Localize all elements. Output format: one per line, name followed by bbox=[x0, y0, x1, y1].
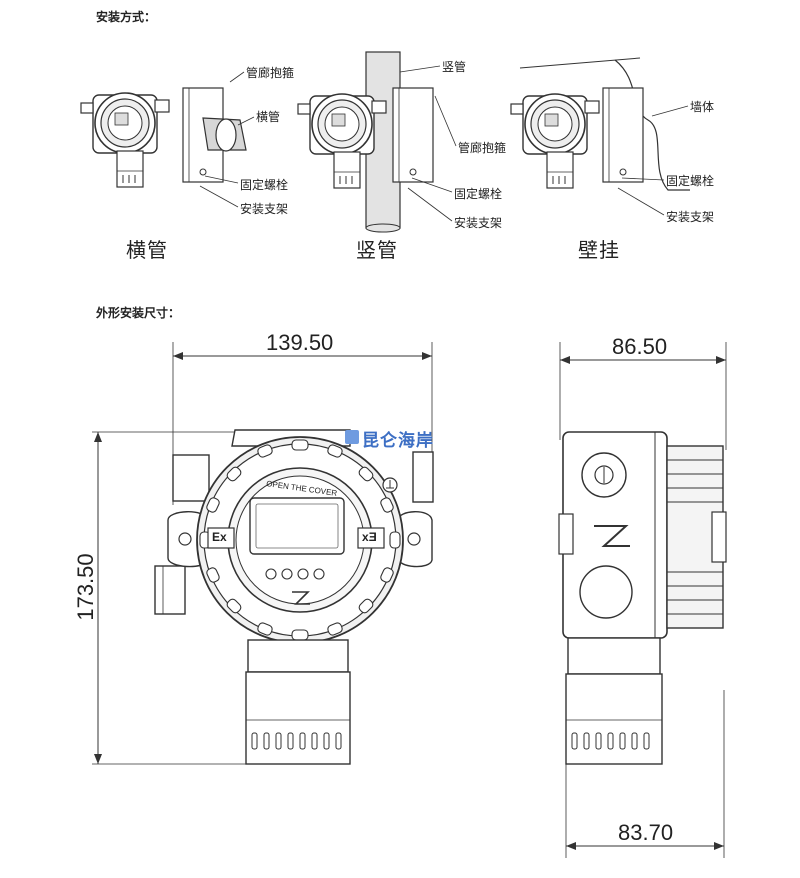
callout-bracket-3: 安装支架 bbox=[666, 210, 715, 224]
watermark-text: 昆仑海岸 bbox=[362, 431, 434, 451]
caption-wall-mount: 壁挂 bbox=[578, 238, 620, 262]
sensor-vents-side bbox=[571, 732, 650, 750]
sensor-vents-front bbox=[251, 732, 342, 750]
watermark-logo-icon bbox=[345, 430, 359, 444]
method-horizontal-pipe bbox=[80, 71, 255, 208]
dim-side-width: 86.50 bbox=[612, 334, 668, 359]
method-vertical-pipe bbox=[297, 51, 457, 233]
dim-side-bottom-width: 83.70 bbox=[618, 820, 674, 845]
ex-label-left: Ex bbox=[212, 530, 227, 544]
caption-horizontal-pipe: 横管 bbox=[126, 238, 168, 262]
bezel-knurls bbox=[199, 439, 401, 641]
dimensions-heading: 外形安装尺寸： bbox=[96, 306, 181, 320]
callout-horizontal-pipe: 横管 bbox=[256, 110, 281, 124]
ex-label-right: Ex bbox=[362, 530, 377, 544]
callout-bracket-1: 安装支架 bbox=[240, 202, 289, 216]
front-view-drawing bbox=[92, 342, 434, 765]
callout-fixing-bolt-2: 固定螺栓 bbox=[454, 187, 503, 201]
dim-front-width: 139.50 bbox=[266, 330, 334, 355]
side-view-drawing bbox=[558, 342, 727, 858]
callout-pipe-clamp-2: 管廊抱箍 bbox=[458, 141, 507, 155]
callout-vertical-pipe: 竖管 bbox=[442, 60, 467, 74]
caption-vertical-pipe: 竖管 bbox=[356, 238, 398, 262]
side-fins bbox=[667, 459, 723, 615]
callout-bracket-2: 安装支架 bbox=[454, 216, 503, 230]
callout-fixing-bolt-3: 固定螺栓 bbox=[666, 174, 715, 188]
callout-fixing-bolt-1: 固定螺栓 bbox=[240, 178, 289, 192]
callout-pipe-clamp-1: 管廊抱箍 bbox=[246, 66, 295, 80]
callout-wall: 墙体 bbox=[690, 100, 715, 114]
method-wall-mount bbox=[510, 57, 690, 216]
install-methods-heading: 安装方式： bbox=[96, 10, 157, 24]
dim-front-height: 173.50 bbox=[73, 553, 98, 621]
